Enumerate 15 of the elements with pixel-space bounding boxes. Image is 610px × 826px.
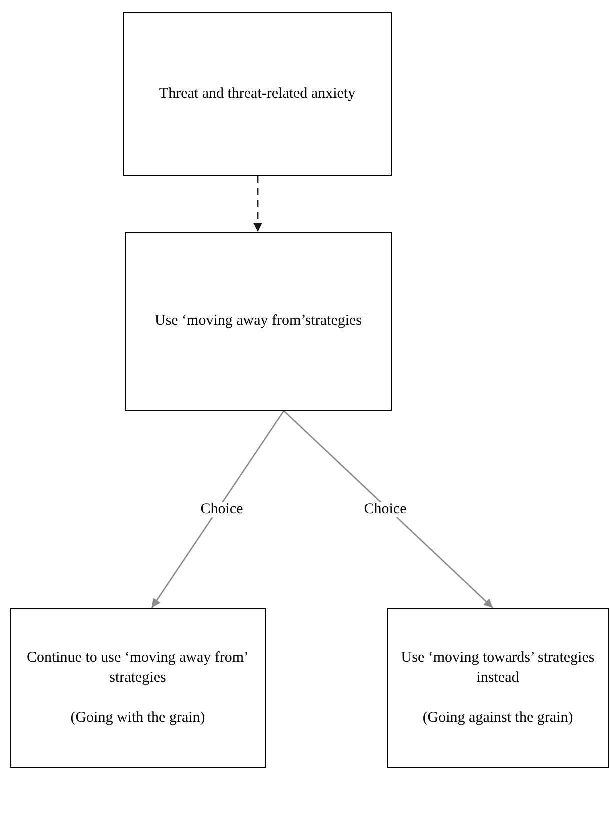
edge-label: Choice: [198, 502, 246, 517]
process-box: [387, 608, 609, 768]
process-box: [10, 608, 266, 768]
arrow: [254, 176, 262, 232]
arrow: [284, 410, 494, 608]
box-text: Use ‘moving away from’strategies: [154, 312, 362, 332]
box-text: Use ‘moving towards’ strategies instead: [400, 648, 596, 688]
box-text: (Going against the grain): [422, 709, 574, 728]
box-text: Threat and threat-related anxiety: [159, 84, 356, 104]
arrow: [151, 410, 285, 608]
edge-label: Choice: [362, 502, 409, 517]
process-box: [123, 12, 392, 176]
process-box: [125, 232, 392, 411]
box-text: (Going with the grain): [70, 709, 206, 728]
box-text: Continue to use ‘moving away from’ strategies: [26, 648, 250, 688]
